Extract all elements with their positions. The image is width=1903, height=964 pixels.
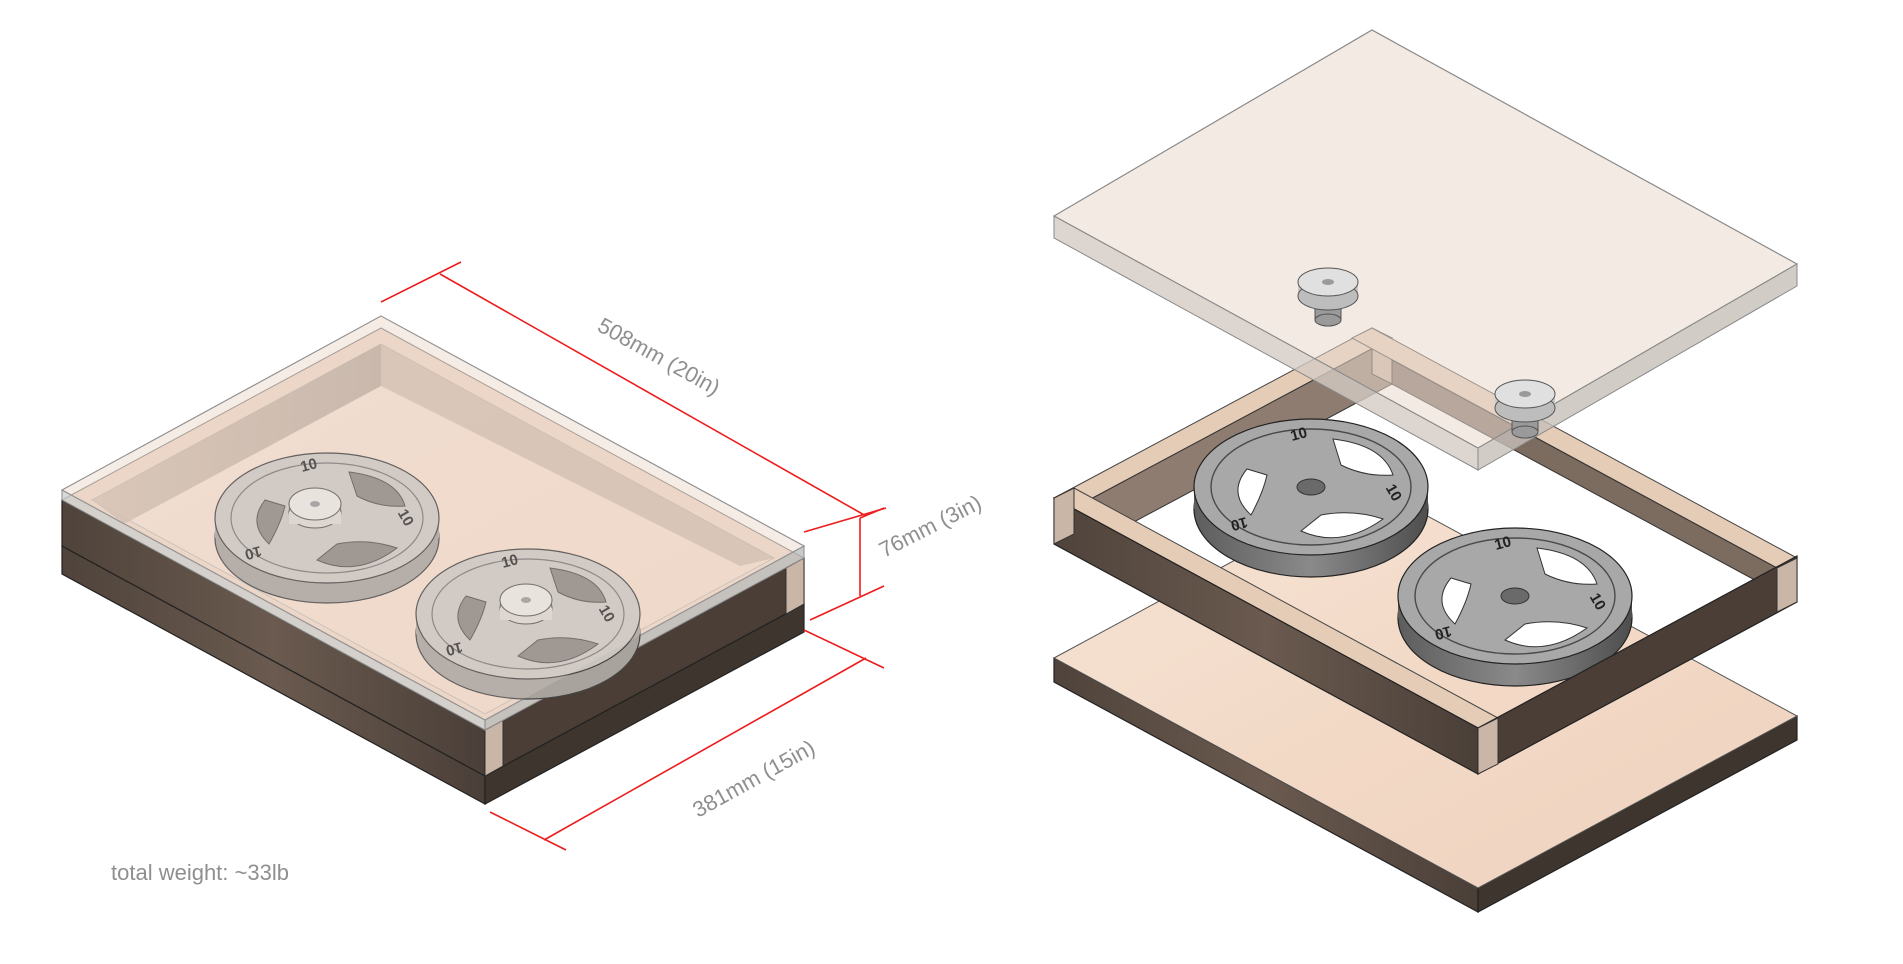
plate-slot — [457, 595, 487, 641]
frame-end-right — [1776, 557, 1798, 613]
plate-label: 10 — [299, 455, 320, 476]
weight-plate: 10 10 10 — [214, 452, 440, 604]
glass-lid — [1052, 29, 1799, 471]
weight-plate: 10 10 10 — [1193, 418, 1429, 578]
plate-hub — [1296, 478, 1326, 496]
plate-slot — [517, 637, 600, 664]
plate-slot — [1237, 468, 1268, 516]
height-label: 76mm (3in) — [875, 490, 985, 563]
dimension-lines — [380, 261, 887, 851]
plate-label: 10 — [394, 506, 417, 529]
lid-knob — [1297, 267, 1359, 327]
plate-hub — [1500, 587, 1530, 605]
plate-label: 10 — [1382, 481, 1405, 504]
dim-width-ext-2 — [489, 811, 567, 851]
plate-slot — [1300, 512, 1385, 539]
plate-label: 10 — [595, 602, 618, 625]
exploded-view: 10 10 10 10 10 10 — [1052, 29, 1799, 914]
length-label: 508mm (20in) — [594, 313, 725, 401]
dim-length-ext-1 — [380, 261, 462, 303]
dim-length-line — [439, 273, 867, 517]
inner-wall-back-right — [381, 344, 774, 566]
weight-plate: 10 10 10 — [415, 548, 641, 700]
plate-label: 10 — [1289, 424, 1310, 445]
plate-label: 10 — [1229, 513, 1250, 534]
plate-label: 10 — [243, 542, 264, 563]
glass-lid-overlay — [62, 316, 804, 720]
dim-width-ext-1 — [803, 629, 885, 669]
plate-label: 10 — [1493, 533, 1514, 554]
plate-label: 10 — [500, 551, 521, 572]
plate-slot — [256, 499, 286, 545]
glass-lid-edge-right — [1477, 263, 1798, 471]
plate-slot — [348, 471, 406, 507]
dim-width-line — [543, 657, 867, 841]
inner-wall-back-left — [92, 344, 381, 524]
plate-slot — [1504, 621, 1589, 648]
glass-lid-top — [1052, 29, 1799, 449]
plate-slot — [1441, 577, 1472, 625]
lid-knob — [1494, 379, 1556, 439]
frame-front-rails — [1052, 487, 1798, 776]
plate-slot — [549, 567, 607, 603]
plate-label: 10 — [1433, 622, 1454, 643]
weight-plate: 10 10 10 — [1397, 527, 1633, 687]
frame-end-left — [1053, 487, 1075, 545]
plate-slot — [316, 541, 399, 568]
plate-slot — [1332, 438, 1394, 476]
plate-slot — [1536, 547, 1598, 585]
total-weight-label: total weight: ~33lb — [111, 860, 289, 885]
plate-label: 10 — [444, 638, 465, 659]
plate-label: 10 — [1586, 590, 1609, 613]
dim-height-ext-2 — [809, 585, 885, 621]
dim-height-ext-1 — [859, 507, 885, 519]
frame-end-front — [1477, 717, 1499, 775]
